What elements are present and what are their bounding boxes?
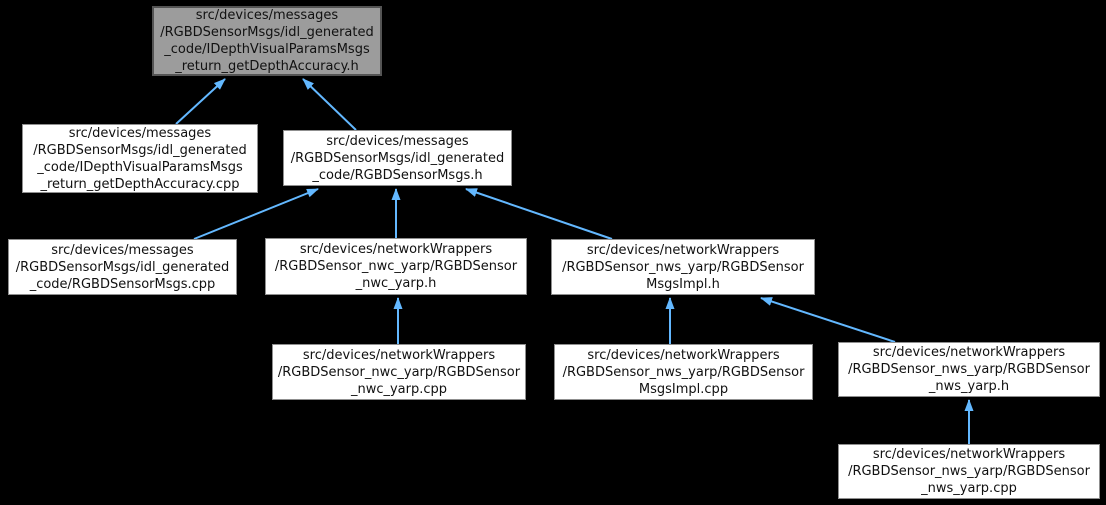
graph-node-rgbdsensormsgs-cpp[interactable]: src/devices/messages /RGBDSensorMsgs/idl… xyxy=(8,239,237,295)
graph-node-rgbdsensor-nws-yarp-cpp[interactable]: src/devices/networkWrappers /RGBDSensor_… xyxy=(838,444,1100,499)
edge-rgbdsensor-nws-yarp-h--rgbdsensormsgsimpl-h xyxy=(760,297,896,343)
node-label: src/devices/networkWrappers /RGBDSensor_… xyxy=(277,347,521,397)
graph-node-idepthvisualparamsmsgs-return-getdepthaccuracy-h: src/devices/messages /RGBDSensorMsgs/idl… xyxy=(152,6,382,76)
graph-node-rgbdsensor-nwc-yarp-cpp[interactable]: src/devices/networkWrappers /RGBDSensor_… xyxy=(272,344,526,400)
node-label: src/devices/networkWrappers /RGBDSensor_… xyxy=(562,347,805,397)
node-label: src/devices/networkWrappers /RGBDSensor_… xyxy=(274,242,518,291)
graph-node-rgbdsensormsgsimpl-h[interactable]: src/devices/networkWrappers /RGBDSensor_… xyxy=(551,239,815,295)
node-label: src/devices/networkWrappers /RGBDSensor_… xyxy=(848,447,1090,496)
node-label: src/devices/messages /RGBDSensorMsgs/idl… xyxy=(33,125,247,192)
node-label: src/devices/messages /RGBDSensorMsgs/idl… xyxy=(15,242,230,292)
graph-node-idepthvisualparamsmsgs-return-getdepthaccuracy-cpp[interactable]: src/devices/messages /RGBDSensorMsgs/idl… xyxy=(22,124,258,193)
node-label: src/devices/messages /RGBDSensorMsgs/idl… xyxy=(290,133,505,183)
edge-rgbdsensormsgsimpl-h--rgbdsensormsgs-h xyxy=(465,188,613,240)
graph-node-rgbdsensormsgsimpl-cpp[interactable]: src/devices/networkWrappers /RGBDSensor_… xyxy=(554,344,813,400)
graph-node-rgbdsensor-nwc-yarp-h[interactable]: src/devices/networkWrappers /RGBDSensor_… xyxy=(265,238,527,295)
graph-node-rgbdsensor-nws-yarp-h[interactable]: src/devices/networkWrappers /RGBDSensor_… xyxy=(838,342,1100,397)
edge-idepthvisualparamsmsgs-return-getdepthaccuracy-cpp--idepthvisualparamsmsgs-return-getdepthaccuracy-h xyxy=(175,78,226,125)
edge-rgbdsensormsgs-cpp--rgbdsensormsgs-h xyxy=(193,188,319,240)
node-label: src/devices/messages /RGBDSensorMsgs/idl… xyxy=(160,8,374,74)
node-label: src/devices/networkWrappers /RGBDSensor_… xyxy=(848,345,1090,394)
node-label: src/devices/networkWrappers /RGBDSensor_… xyxy=(562,242,804,292)
graph-node-rgbdsensormsgs-h[interactable]: src/devices/messages /RGBDSensorMsgs/idl… xyxy=(283,130,512,186)
edge-rgbdsensormsgs-h--idepthvisualparamsmsgs-return-getdepthaccuracy-h xyxy=(302,78,357,131)
